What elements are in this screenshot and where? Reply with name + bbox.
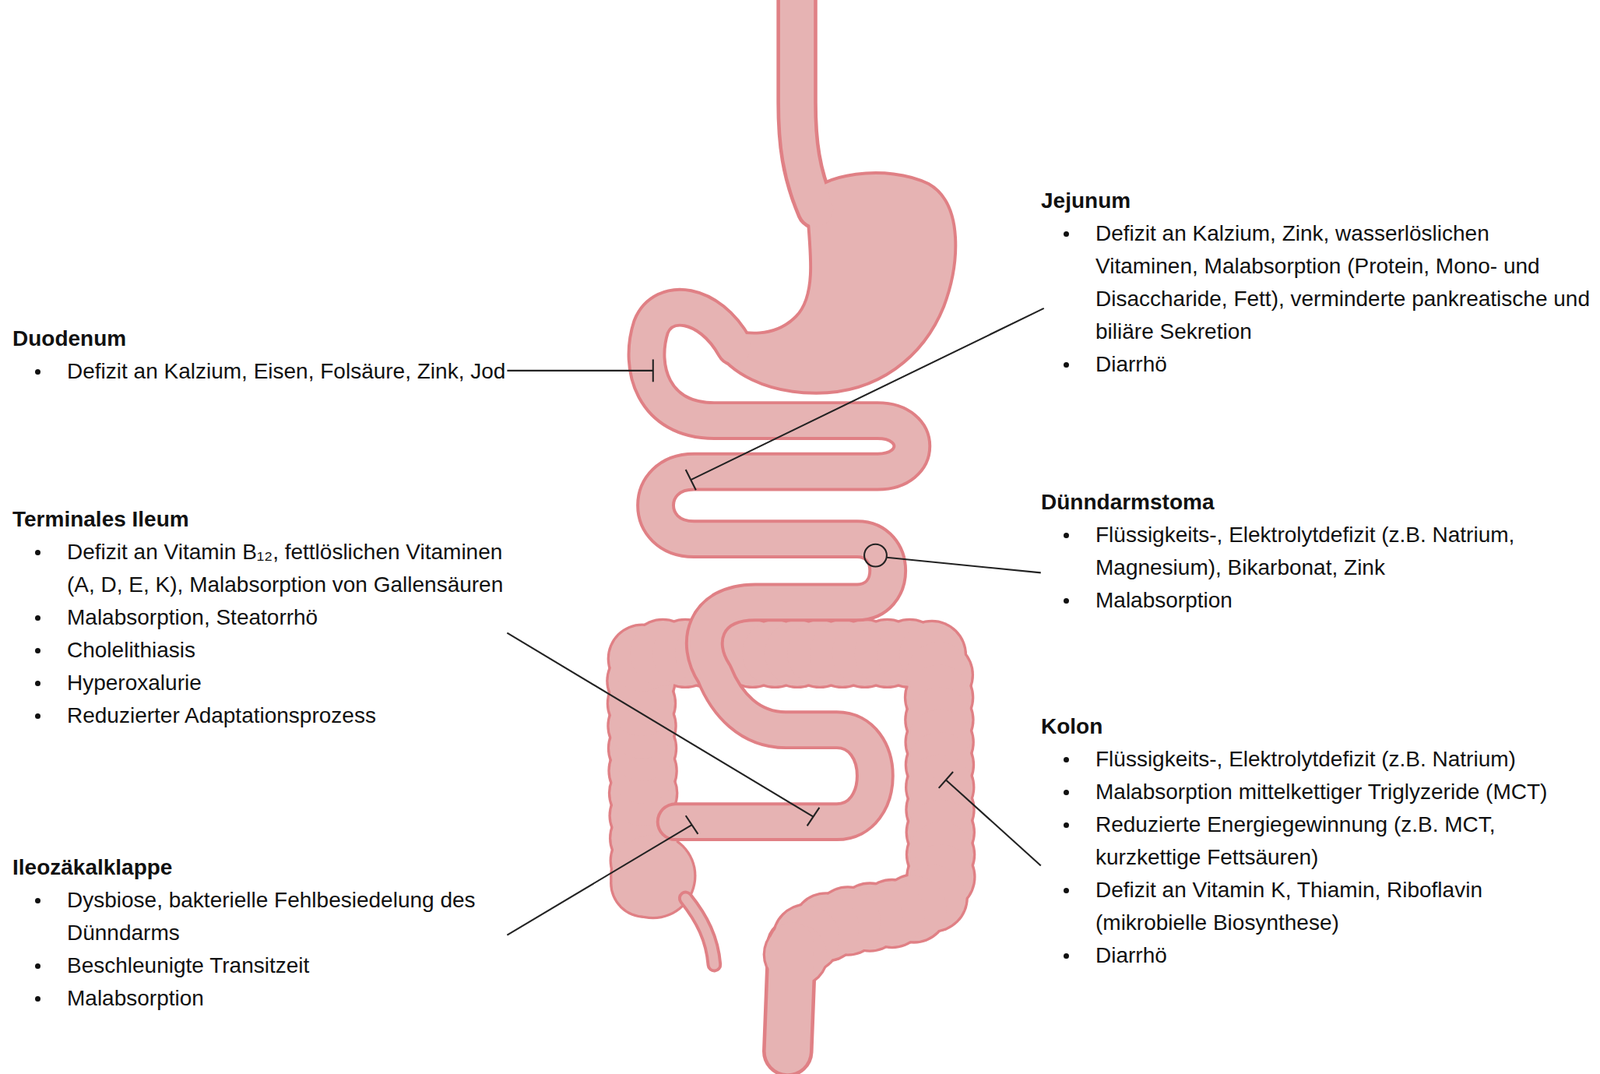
bullet-item: Dysbiose, bakterielle Fehlbesiedelung de… [12, 883, 515, 950]
bullet-text: Flüssigkeits-, Elektrolytdefizit (z.B. N… [1095, 518, 1592, 584]
small-intestine [646, 307, 912, 822]
bullet-dot [35, 963, 41, 969]
bullet-text: Reduzierter Adaptationsprozess [66, 699, 515, 732]
section-heading: Terminales Ileum [12, 502, 515, 536]
rectum [787, 943, 792, 1052]
bullet-item: Hyperoxalurie [12, 666, 515, 700]
esophagus-outline [797, 0, 817, 210]
bullet-item: Flüssigkeits-, Elektrolytdefizit (z.B. N… [1040, 518, 1592, 584]
bullet-text: Malabsorption [66, 981, 515, 1015]
bullet-dot [1063, 789, 1070, 795]
bullet-text: Defizit an Vitamin B₁₂, fettlöslichen Vi… [66, 535, 515, 602]
bullet-dot [1063, 597, 1070, 604]
tube-outlines [646, 0, 912, 965]
bullet-item: Reduzierte Energiegewinnung (z.B. MCT, k… [1040, 808, 1592, 874]
bullet-dot [35, 549, 41, 556]
callout: DuodenumDefizit an Kalzium, Eisen, Folsä… [12, 322, 515, 388]
leader-line [506, 632, 813, 817]
callout: IleozäkalklappeDysbiose, bakterielle Feh… [12, 850, 515, 1015]
leader-tick [807, 807, 820, 827]
bullet-item: Defizit an Vitamin B₁₂, fettlöslichen Vi… [12, 535, 515, 602]
callout: KolonFlüssigkeits-, Elektrolytdefizit (z… [1040, 710, 1592, 972]
bullet-dot [35, 897, 41, 904]
leader-tick [652, 358, 655, 382]
stoma-marker [864, 544, 887, 567]
bullet-text: Dysbiose, bakterielle Fehlbesiedelung de… [66, 883, 515, 950]
bullet-text: Flüssigkeits-, Elektrolytdefizit (z.B. N… [1095, 742, 1592, 776]
bullet-item: Cholelithiasis [12, 633, 515, 667]
leader-tick [685, 469, 697, 490]
bullet-dot [35, 995, 41, 1002]
leader-line [945, 779, 1041, 866]
section-heading: Dünndarmstoma [1040, 485, 1592, 519]
bullet-text: Defizit an Kalzium, Zink, wasserlösliche… [1095, 217, 1592, 349]
bullet-text: Diarrhö [1095, 348, 1592, 381]
bullet-dot [35, 680, 41, 686]
bullet-dot [1063, 231, 1070, 237]
bullet-text: Cholelithiasis [66, 633, 515, 667]
appendix [685, 897, 715, 964]
leader-line [690, 308, 1044, 480]
bullet-text: Malabsorption, Steatorrhö [66, 601, 515, 634]
callout: JejunumDefizit an Kalzium, Zink, wasserl… [1040, 184, 1592, 381]
stomach [713, 172, 956, 394]
bullet-dot [35, 713, 41, 719]
bullet-dot [35, 615, 41, 621]
callout: Terminales IleumDefizit an Vitamin B₁₂, … [12, 502, 515, 732]
bullet-item: Malabsorption [12, 981, 515, 1015]
section-heading: Kolon [1040, 710, 1592, 743]
leader-line [506, 369, 653, 372]
section-heading: Duodenum [12, 322, 515, 356]
bullet-text: Diarrhö [1095, 938, 1592, 972]
bullet-dot [35, 369, 41, 375]
bullet-dot [1063, 952, 1070, 959]
tube-fills [646, 0, 912, 965]
bullet-text: Malabsorption [1095, 583, 1592, 617]
bullet-item: Defizit an Kalzium, Eisen, Folsäure, Zin… [12, 355, 515, 388]
bullet-text: Defizit an Kalzium, Eisen, Folsäure, Zin… [66, 355, 515, 388]
bullet-item: Beschleunigte Transitzeit [12, 949, 515, 982]
leader-line [886, 557, 1041, 574]
bullet-dot [1063, 822, 1070, 828]
callout: DünndarmstomaFlüssigkeits-, Elektrolytde… [1040, 485, 1592, 617]
bullet-item: Diarrhö [1040, 348, 1592, 381]
bullet-item: Malabsorption, Steatorrhö [12, 601, 515, 634]
rectum-outline [787, 943, 792, 1052]
bullet-dot [1063, 532, 1070, 539]
appendix-outline [685, 897, 715, 964]
section-heading: Jejunum [1040, 184, 1592, 218]
leader-tick [938, 771, 953, 788]
bullet-text: Beschleunigte Transitzeit [66, 949, 515, 982]
bullet-dot [1063, 756, 1070, 763]
leader-line [506, 824, 692, 936]
bullet-item: Defizit an Vitamin K, Thiamin, Riboflavi… [1040, 873, 1592, 939]
bullet-text: Malabsorption mittelkettiger Triglyzerid… [1095, 775, 1592, 809]
leader-lines [506, 308, 1044, 936]
bullet-text: Reduzierte Energiegewinnung (z.B. MCT, k… [1095, 808, 1592, 874]
leader-tick [685, 815, 699, 834]
bullet-text: Hyperoxalurie [66, 666, 515, 700]
bullet-item: Flüssigkeits-, Elektrolytdefizit (z.B. N… [1040, 742, 1592, 776]
bullet-item: Defizit an Kalzium, Zink, wasserlösliche… [1040, 217, 1592, 349]
bullet-dot [35, 647, 41, 654]
bullet-text: Defizit an Vitamin K, Thiamin, Riboflavi… [1095, 873, 1592, 939]
section-heading: Ileozäkalklappe [12, 850, 515, 884]
bullet-dot [1063, 887, 1070, 894]
bullet-item: Reduzierter Adaptationsprozess [12, 699, 515, 732]
bullet-item: Malabsorption mittelkettiger Triglyzerid… [1040, 775, 1592, 809]
bullet-item: Diarrhö [1040, 938, 1592, 972]
esophagus [797, 0, 817, 210]
bullet-item: Malabsorption [1040, 583, 1592, 617]
bullet-dot [1063, 362, 1070, 368]
